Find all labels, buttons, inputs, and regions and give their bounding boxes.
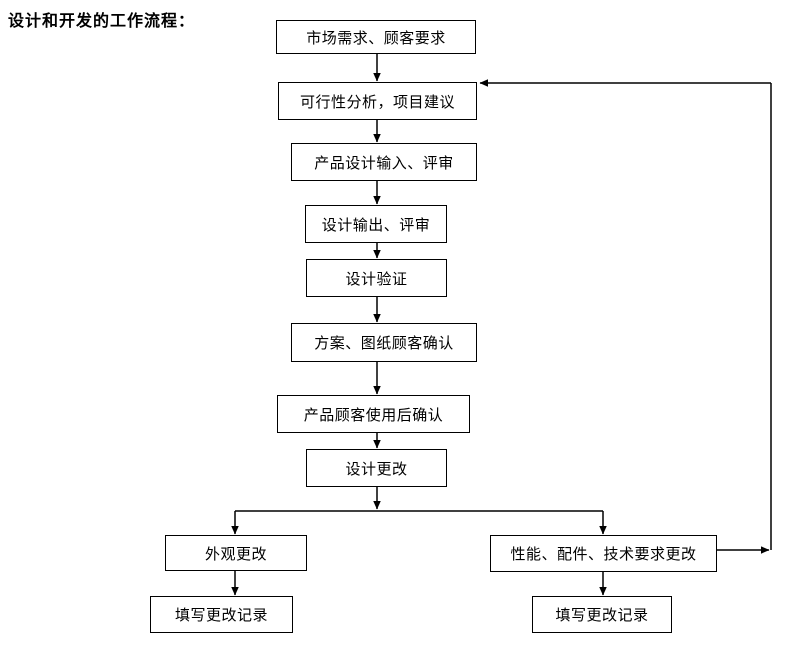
flow-box-drawing-customer-confirm: 方案、图纸顾客确认	[291, 323, 477, 362]
flow-box-design-output-review: 设计输出、评审	[305, 205, 447, 243]
flow-box-design-change: 设计更改	[306, 449, 447, 487]
flow-box-after-use-confirm: 产品顾客使用后确认	[277, 395, 470, 433]
flow-box-market-demand: 市场需求、顾客要求	[276, 20, 476, 54]
flow-box-feasibility-analysis: 可行性分析，项目建议	[278, 82, 477, 120]
flow-box-design-input-review: 产品设计输入、评审	[291, 143, 477, 181]
page-title: 设计和开发的工作流程：	[8, 11, 196, 30]
flow-box-appearance-change: 外观更改	[165, 535, 307, 571]
flow-box-design-verification: 设计验证	[306, 259, 447, 297]
flow-box-performance-change: 性能、配件、技术要求更改	[490, 535, 717, 572]
flow-box-fill-change-record-right: 填写更改记录	[532, 596, 672, 633]
flow-box-fill-change-record-left: 填写更改记录	[150, 596, 293, 633]
